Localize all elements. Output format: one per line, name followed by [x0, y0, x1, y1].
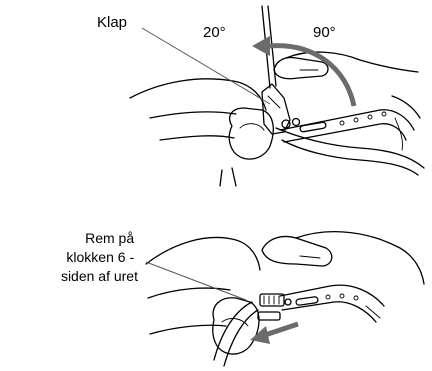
- rotation-arrow: [252, 36, 354, 106]
- strap-end: [258, 294, 291, 320]
- watch-case-top: [282, 140, 418, 175]
- angle-90-label: 90°: [313, 24, 336, 41]
- left-hand-top: [130, 79, 273, 186]
- angle-20-label: 20°: [203, 24, 226, 41]
- right-hand-bottom: [262, 232, 424, 284]
- bracelet-top: [280, 110, 414, 150]
- klap-label: Klap: [97, 14, 127, 31]
- left-hand-bottom: [146, 237, 260, 354]
- strap-label-line-1: Rem på: [85, 230, 134, 246]
- bottom-panel: Rem på klokken 6 - siden af uret: [61, 230, 424, 366]
- bracelet-bottom: [280, 285, 384, 322]
- strap-label: Rem på klokken 6 - siden af uret: [61, 230, 138, 284]
- watch-case-bottom: [214, 302, 252, 360]
- push-arrow: [250, 324, 298, 344]
- top-panel: Klap 20° 90°: [97, 6, 424, 186]
- clasp-top: [262, 84, 300, 134]
- strap-label-line-2: klokken 6 -: [66, 249, 134, 265]
- strap-label-line-3: siden af uret: [61, 268, 138, 284]
